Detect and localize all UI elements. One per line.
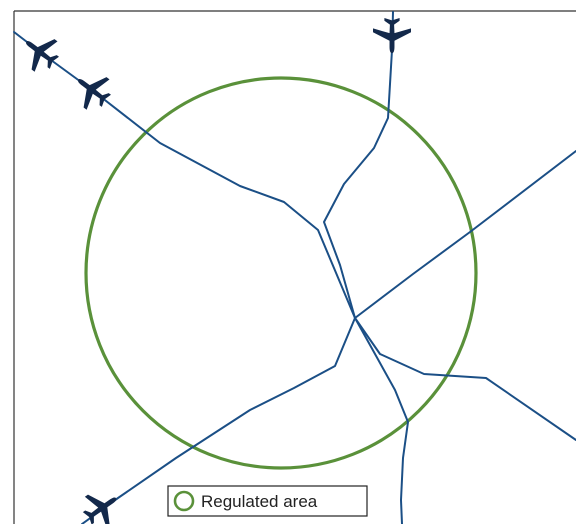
flight-route-north [323, 11, 394, 319]
aircraft-icon [76, 482, 127, 524]
legend-label-regulated-area: Regulated area [201, 492, 318, 511]
flight-routes [13, 11, 576, 524]
flight-route-east [354, 317, 576, 441]
aircraft-icon [66, 64, 118, 117]
diagram-frame [13, 10, 576, 524]
legend: Regulated area [167, 485, 368, 517]
regulated-area-circle [84, 76, 478, 470]
aircraft-group [14, 17, 411, 524]
flight-route-northwest [13, 31, 356, 319]
flight-route-south [354, 317, 409, 524]
flight-route-northeast [354, 150, 576, 319]
aircraft-icon [14, 26, 66, 79]
aircraft-icon [373, 17, 411, 54]
legend-box [167, 485, 368, 517]
legend-swatch-circle [173, 490, 195, 512]
flight-route-southwest [81, 317, 356, 524]
